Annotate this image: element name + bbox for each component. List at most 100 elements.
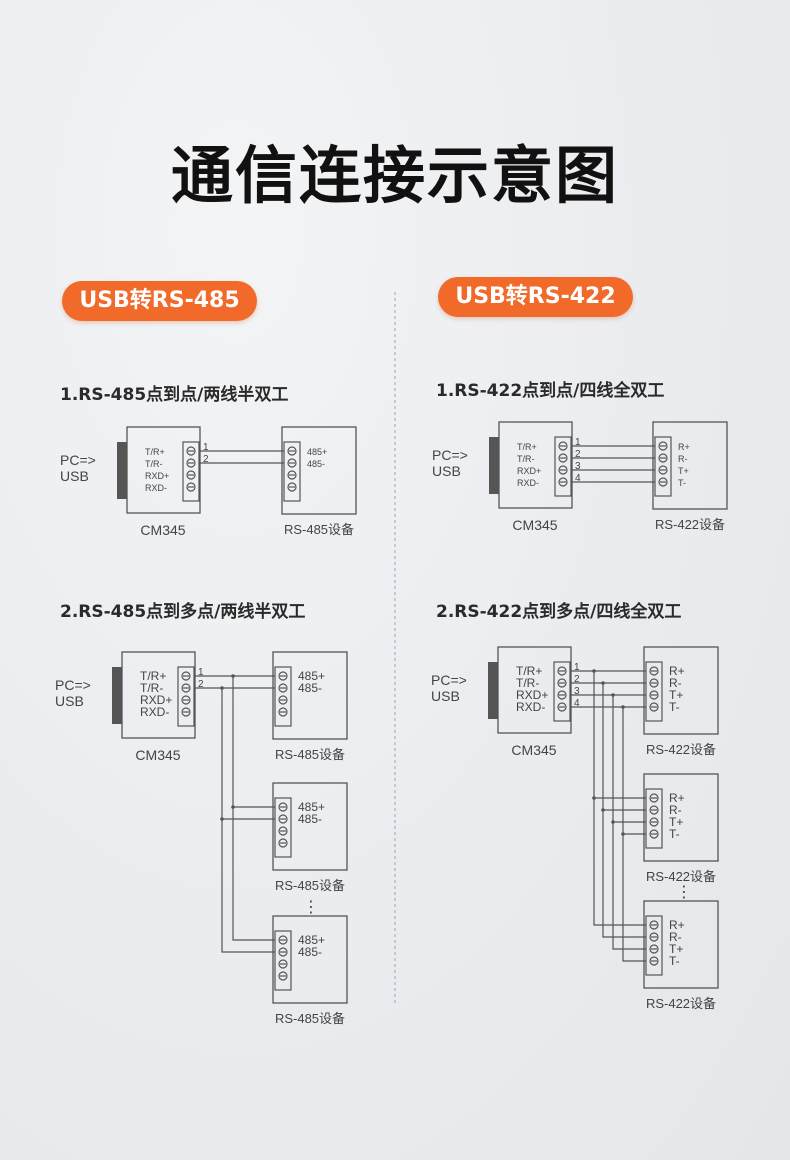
wire-number: 3: [575, 461, 581, 472]
wire: [232, 676, 275, 941]
device-label: RS-422设备: [646, 869, 716, 884]
heading-485-multi: 2.RS-485点到多点/两线半双工: [60, 602, 306, 622]
junction-dot: [220, 817, 224, 821]
screw-terminal-icon: [278, 707, 288, 717]
converter-pin-label: RXD-: [145, 483, 167, 493]
device-pin-label: R+: [678, 442, 690, 452]
terminal-block: [274, 930, 292, 991]
converter-box: [498, 421, 573, 509]
device-pin-label: 485-: [307, 459, 325, 469]
screw-terminal-icon: [649, 702, 659, 712]
converter-name: CM345: [512, 517, 557, 533]
terminal-block: [182, 441, 200, 502]
wire-number: 2: [574, 674, 580, 685]
screw-terminal-icon: [658, 477, 668, 487]
screw-terminal-icon: [658, 453, 668, 463]
screw-terminal-icon: [186, 470, 196, 480]
converter-pin-label: RXD+: [517, 466, 541, 476]
converter-name: CM345: [135, 747, 180, 763]
device-box: [272, 782, 348, 871]
screw-terminal-icon: [181, 683, 191, 693]
terminal-block: [554, 436, 572, 497]
screw-terminal-icon: [558, 441, 568, 451]
junction-dot: [231, 674, 235, 678]
device-pin-label: 485+: [298, 933, 325, 947]
ellipsis: ⋮: [303, 899, 319, 916]
host-label-pc: PC=>: [431, 672, 467, 688]
usb-plug-icon: [117, 442, 127, 499]
host-label-usb: USB: [432, 463, 461, 479]
converter-name: CM345: [140, 522, 185, 538]
junction-dot: [592, 669, 596, 673]
terminal-block: [274, 666, 292, 727]
wire-number: 1: [198, 667, 204, 678]
device-pin-label: R-: [669, 676, 682, 690]
terminal-block: [645, 915, 663, 976]
converter-pin-label: T/R+: [517, 442, 537, 452]
usb-plug-icon: [488, 662, 498, 719]
screw-terminal-icon: [649, 956, 659, 966]
screw-terminal-icon: [278, 947, 288, 957]
device-box: [272, 651, 348, 740]
device-pin-label: T+: [669, 815, 683, 829]
junction-dot: [611, 820, 615, 824]
terminal-block: [283, 441, 301, 502]
wire: [622, 707, 646, 962]
screw-terminal-icon: [181, 707, 191, 717]
converter-box: [126, 426, 201, 514]
screw-terminal-icon: [557, 702, 567, 712]
device-pin-label: R-: [678, 454, 688, 464]
host-label-pc: PC=>: [55, 677, 91, 693]
device-pin-label: T-: [669, 954, 680, 968]
screw-terminal-icon: [278, 695, 288, 705]
device-pin-label: T-: [678, 478, 686, 488]
converter-pin-label: RXD+: [140, 693, 172, 707]
heading-422-p2p: 1.RS-422点到点/四线全双工: [436, 381, 665, 401]
wire-number: 3: [574, 686, 580, 697]
screw-terminal-icon: [181, 695, 191, 705]
usb-plug-icon: [489, 437, 499, 494]
converter-name: CM345: [511, 742, 556, 758]
device-pin-label: R+: [669, 791, 685, 805]
device-pin-label: 485+: [298, 669, 325, 683]
screw-terminal-icon: [658, 441, 668, 451]
device-pin-label: 485-: [298, 812, 322, 826]
screw-terminal-icon: [287, 482, 297, 492]
device-pin-label: R-: [669, 930, 682, 944]
screw-terminal-icon: [649, 817, 659, 827]
wire-number: 2: [203, 454, 209, 465]
screw-terminal-icon: [181, 671, 191, 681]
wire-number: 2: [198, 679, 204, 690]
wire: [612, 695, 646, 950]
screw-terminal-icon: [557, 678, 567, 688]
screw-terminal-icon: [278, 935, 288, 945]
device-pin-label: 485+: [298, 800, 325, 814]
converter-box: [121, 651, 196, 739]
device-pin-label: 485-: [298, 945, 322, 959]
screw-terminal-icon: [278, 683, 288, 693]
junction-dot: [621, 832, 625, 836]
wire-number: 1: [574, 662, 580, 673]
screw-terminal-icon: [557, 690, 567, 700]
terminal-block: [177, 666, 195, 727]
screw-terminal-icon: [649, 944, 659, 954]
converter-pin-label: T/R+: [516, 664, 542, 678]
device-label: RS-422设备: [655, 517, 725, 532]
device-box: [281, 426, 357, 515]
screw-terminal-icon: [278, 971, 288, 981]
converter-pin-label: T/R-: [145, 459, 163, 469]
host-label-usb: USB: [55, 693, 84, 709]
screw-terminal-icon: [278, 802, 288, 812]
screw-terminal-icon: [649, 829, 659, 839]
terminal-block: [274, 797, 292, 858]
usb-plug-icon: [112, 667, 122, 724]
screw-terminal-icon: [649, 666, 659, 676]
screw-terminal-icon: [558, 477, 568, 487]
device-pin-label: T-: [669, 700, 680, 714]
terminal-block: [645, 788, 663, 849]
junction-dot: [621, 705, 625, 709]
screw-terminal-icon: [649, 805, 659, 815]
heading-485-p2p: 1.RS-485点到点/两线半双工: [60, 385, 289, 405]
screw-terminal-icon: [558, 465, 568, 475]
